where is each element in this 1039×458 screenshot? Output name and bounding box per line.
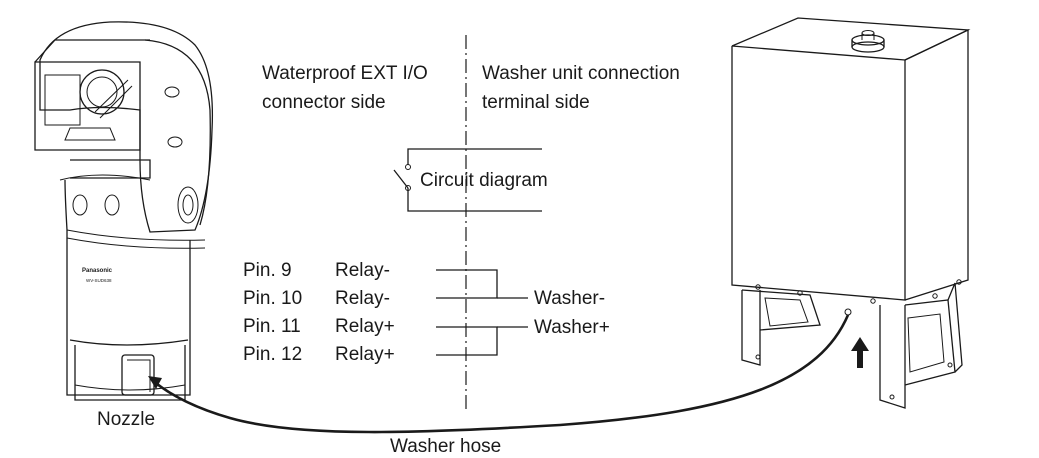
pin-label: Pin. 12 — [243, 344, 302, 365]
washer-hose — [148, 314, 850, 434]
pin-label: Pin. 9 — [243, 260, 292, 281]
right-side-label-line2: terminal side — [482, 92, 590, 113]
wiring-lines — [436, 269, 528, 356]
camera-brand-logo: Panasonic — [82, 268, 113, 274]
pin-signal: Relay+ — [335, 344, 395, 365]
relay-switch-symbol — [393, 148, 542, 212]
up-arrow-icon — [851, 337, 869, 368]
washer-hose-label: Washer hose — [390, 436, 501, 457]
left-side-label-line1: Waterproof EXT I/O — [262, 63, 428, 84]
washer-plus-label: Washer+ — [534, 317, 610, 338]
left-side-label-line2: connector side — [262, 92, 386, 113]
pin-signal: Relay+ — [335, 316, 395, 337]
pin-signal: Relay- — [335, 260, 390, 281]
pin-table: Pin. 9 Relay- Pin. 10 Relay- Pin. 11 Rel… — [243, 260, 395, 365]
right-side-label-line1: Washer unit connection — [482, 63, 680, 84]
pin-label: Pin. 11 — [243, 316, 301, 337]
nozzle-label: Nozzle — [97, 409, 155, 430]
washer-unit-illustration — [731, 17, 971, 409]
circuit-diagram-label: Circuit diagram — [420, 170, 548, 191]
camera-model-text: WV-SUD638 — [86, 278, 112, 283]
pin-label: Pin. 10 — [243, 288, 302, 309]
washer-minus-label: Washer- — [534, 288, 605, 309]
pin-signal: Relay- — [335, 288, 390, 309]
camera-illustration: Panasonic WV-SUD638 — [34, 21, 214, 401]
